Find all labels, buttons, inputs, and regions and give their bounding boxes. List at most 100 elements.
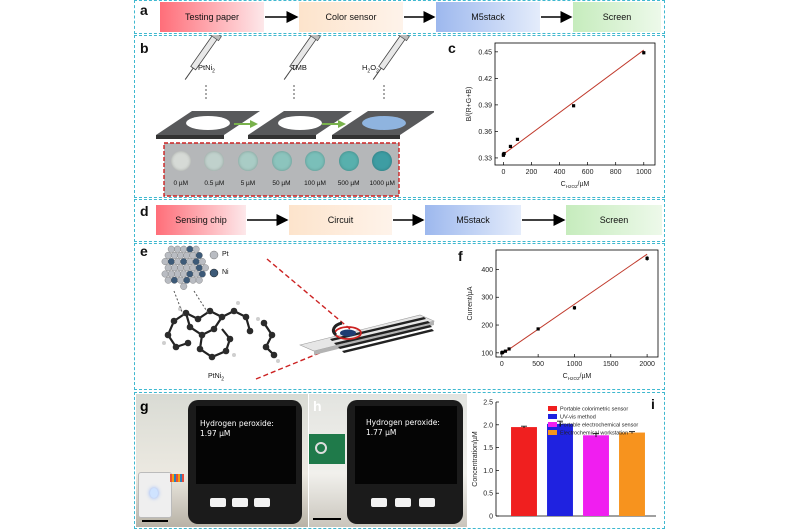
green-arrow-icon xyxy=(234,120,258,128)
plot-frame xyxy=(494,42,656,166)
strip-label: 500 µM xyxy=(337,180,360,187)
legend-swatch xyxy=(548,422,557,427)
reagent-ptni2: PtNi2 xyxy=(198,63,215,75)
x-tick-label: 1000 xyxy=(636,169,652,176)
strip-label: 5 µM xyxy=(240,180,256,187)
ni-atom xyxy=(186,245,194,253)
ni-atom xyxy=(183,276,191,284)
pt-atom xyxy=(180,245,188,253)
y-tick-label: 0.39 xyxy=(478,102,492,109)
pt-atom xyxy=(164,276,172,284)
x-tick-label: 200 xyxy=(526,169,538,176)
flow-d-circuit: Circuit xyxy=(289,205,392,235)
screen-h-line2: 1.77 µM xyxy=(366,428,397,437)
fit-line xyxy=(501,253,648,355)
device-button-a[interactable] xyxy=(210,498,226,507)
ni-sphere-icon xyxy=(209,268,219,278)
ni-atom xyxy=(192,258,200,266)
panel-d xyxy=(134,199,665,242)
pt-atom xyxy=(167,245,175,253)
panel-label-g: g xyxy=(140,398,149,414)
test-plate-2 xyxy=(248,111,352,139)
y-tick-label: 0.42 xyxy=(478,76,492,83)
legend-ni-label: Ni xyxy=(222,269,229,276)
y-tick-label: 1.0 xyxy=(483,468,493,475)
pt-atom xyxy=(195,276,203,284)
strip-label: 1000 µM xyxy=(369,180,395,187)
legend-swatch xyxy=(548,406,557,411)
x-tick-label: 1000 xyxy=(567,361,583,368)
flow-a-testing-paper: Testing paper xyxy=(160,2,264,32)
test-plate-3 xyxy=(332,111,434,139)
y-tick-label: 1.5 xyxy=(483,445,493,452)
compound-label-ptni2: PtNi2 xyxy=(208,373,225,383)
data-point xyxy=(502,151,506,156)
pt-atom xyxy=(170,251,178,259)
photo-h: Hydrogen peroxide: 1.77 µM xyxy=(309,394,467,527)
y-axis-label: Concentration/µM xyxy=(472,431,479,487)
flow-d-m5stack: M5stack xyxy=(425,205,521,235)
y-tick-label: 300 xyxy=(481,295,493,302)
bar xyxy=(547,423,573,516)
bar xyxy=(583,435,609,516)
legend-label: Portable electrochemical sensor xyxy=(560,423,638,429)
device-button-c[interactable] xyxy=(254,498,270,507)
pt-atom xyxy=(186,258,194,266)
pipette-icon xyxy=(372,35,410,80)
pt-atom xyxy=(161,258,169,266)
pt-atom xyxy=(189,276,197,284)
ni-atom xyxy=(180,258,188,266)
pt-atom xyxy=(177,251,185,259)
pt-atom xyxy=(177,276,185,284)
strip-sample xyxy=(305,151,326,171)
device-button-a[interactable] xyxy=(371,498,387,507)
pt-atom xyxy=(174,245,181,253)
panel-ef xyxy=(134,243,665,390)
screen-g-line1: Hydrogen peroxide: xyxy=(200,419,274,428)
ni-atom xyxy=(195,251,203,259)
x-axis-label: CH2O2/µM xyxy=(561,181,590,189)
green-arrow-icon xyxy=(322,120,346,128)
strip-label: 50 µM xyxy=(272,180,291,187)
panel-label-f: f xyxy=(458,248,463,264)
device-button-b[interactable] xyxy=(395,498,411,507)
device-button-b[interactable] xyxy=(232,498,248,507)
pt-atom xyxy=(164,251,172,259)
sensor-lens-icon xyxy=(150,488,158,498)
strip-sample xyxy=(372,151,393,171)
panel-label-i: i xyxy=(651,396,655,412)
device-button-c[interactable] xyxy=(419,498,435,507)
x-tick-label: 800 xyxy=(610,169,622,176)
data-point xyxy=(571,104,576,108)
y-tick-label: 2.0 xyxy=(483,422,493,429)
strip-label: 0.5 µM xyxy=(204,180,225,187)
panel-e-illustration xyxy=(161,245,435,380)
strip-sample xyxy=(271,151,292,171)
ni-atom xyxy=(198,270,206,278)
data-point xyxy=(508,144,513,149)
x-tick-label: 2000 xyxy=(639,361,655,368)
panel-label-d: d xyxy=(140,203,149,219)
legend-label: UV-vis method xyxy=(560,415,596,421)
data-point xyxy=(645,256,649,260)
pt-atom xyxy=(183,251,191,259)
x-axis-label: CH2O2/µM xyxy=(563,373,592,381)
pt-atom xyxy=(177,264,185,272)
y-tick-label: 0.45 xyxy=(478,49,492,56)
y-tick-label: 0.5 xyxy=(483,491,493,498)
data-point xyxy=(515,137,520,141)
pipette-icon xyxy=(283,35,321,80)
ni-atom xyxy=(195,264,203,272)
data-point xyxy=(507,347,511,351)
y-axis-label: B/(R+G+B) xyxy=(466,87,473,122)
photo-g: Hydrogen peroxide: 1.97 µM xyxy=(136,394,308,527)
y-tick-label: 100 xyxy=(481,350,493,357)
legend-swatch xyxy=(548,430,557,435)
strip-sample xyxy=(237,151,258,171)
ni-atom xyxy=(186,270,194,278)
y-tick-label: 2.5 xyxy=(483,400,493,407)
bar xyxy=(511,427,537,516)
flow-a-color-sensor: Color sensor xyxy=(299,2,403,32)
scale-bar xyxy=(142,520,168,522)
